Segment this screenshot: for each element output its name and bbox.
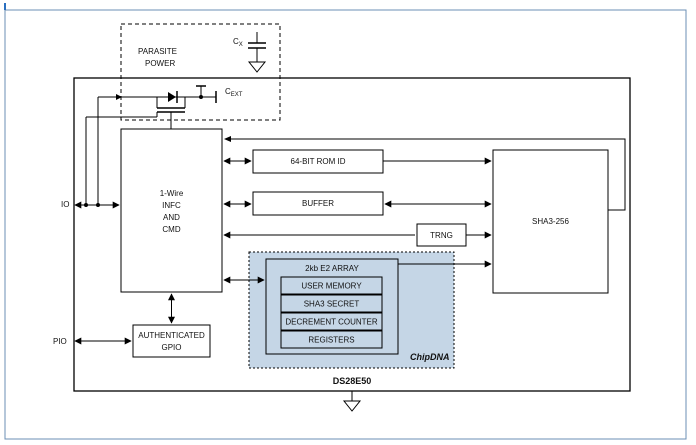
sha3-block <box>492 149 609 294</box>
gpio-label-1: AUTHENTICATED <box>138 331 205 340</box>
interface-line-2: INFC <box>162 201 181 210</box>
memory-row-4 <box>280 330 383 349</box>
memory-row-4-label: REGISTERS <box>308 336 354 345</box>
sha3-feedback-wire <box>226 138 626 211</box>
trng-label: TRNG <box>430 231 453 240</box>
sha3-label: SHA3-256 <box>532 217 569 226</box>
ground-icon <box>247 61 267 73</box>
cext-arrow <box>116 94 122 100</box>
sha3-feedback-arrow <box>224 136 231 142</box>
chip-ground-icon <box>342 400 362 412</box>
chip-name: DS28E50 <box>333 376 372 386</box>
memory-row-2-label: SHA3 SECRET <box>304 300 360 309</box>
cext-label: CEXT <box>225 87 243 98</box>
memory-row-3 <box>280 312 383 331</box>
chipdna-label: ChipDNA <box>410 352 450 362</box>
memory-row-3-label: DECREMENT COUNTER <box>285 318 378 327</box>
interface-line-4: CMD <box>162 225 180 234</box>
pio-pin-label: PIO <box>53 337 67 346</box>
interface-line-1: 1-Wire <box>160 189 184 198</box>
parasite-power-label-1: PARASITE <box>138 47 177 56</box>
parasite-power-label-2: POWER <box>145 59 175 68</box>
e2-array-title: 2kb E2 ARRAY <box>305 264 359 273</box>
buffer-label: BUFFER <box>302 199 334 208</box>
memory-row-2 <box>280 294 383 313</box>
io-pin-label: IO <box>61 200 69 209</box>
memory-row-1-label: USER MEMORY <box>301 282 362 291</box>
interface-line-3: AND <box>163 213 180 222</box>
gpio-label-2: GPIO <box>161 343 181 352</box>
cx-label: CX <box>233 37 243 48</box>
buffer-block <box>252 191 384 216</box>
figure-frame <box>4 9 687 440</box>
diode-icon <box>168 92 176 102</box>
interface-block <box>120 128 223 293</box>
rom-id-label: 64-BIT ROM ID <box>291 157 346 166</box>
gpio-block <box>132 324 211 358</box>
memory-row-1 <box>280 276 383 295</box>
parasite-power-box <box>120 23 281 121</box>
